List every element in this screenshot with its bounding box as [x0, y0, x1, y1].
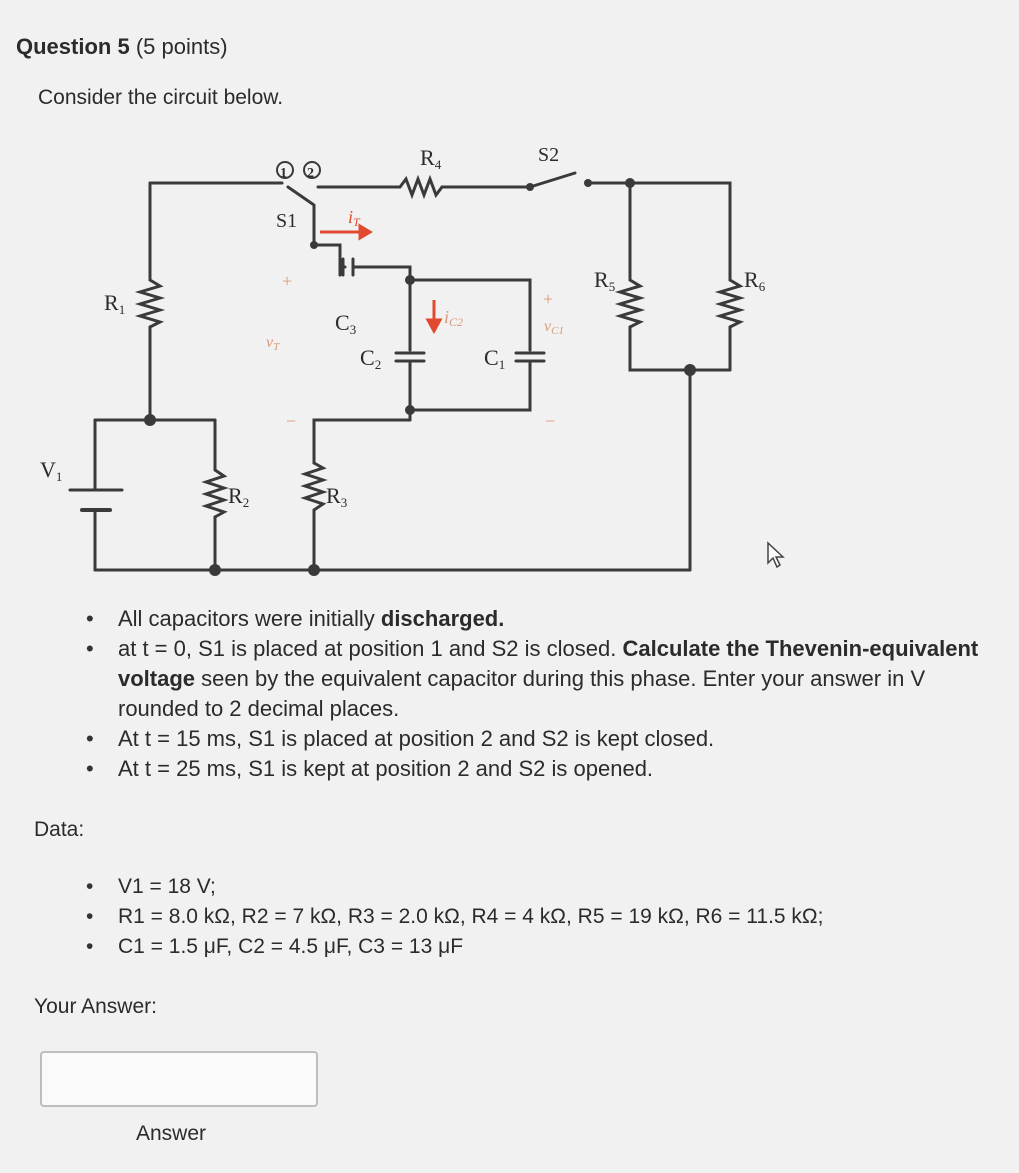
label-pos1: 1: [280, 166, 287, 181]
switch-s2-contact-dot: [526, 183, 534, 191]
label-pos2: 2: [307, 166, 314, 181]
junction-dot: [405, 405, 415, 415]
switch-s1-terminals: [276, 161, 321, 179]
step-item: at t = 0, S1 is placed at position 1 and…: [86, 634, 996, 724]
label-v1: V1: [40, 457, 62, 484]
data-item: R1 = 8.0 kΩ, R2 = 7 kΩ, R3 = 2.0 kΩ, R4 …: [86, 902, 1006, 932]
sign-minus-vt: −: [286, 411, 296, 431]
sign-plus-vt: +: [282, 271, 292, 291]
label-c2: C2: [360, 345, 381, 372]
resistor-r1-symbol: [134, 278, 166, 329]
junction-dot: [684, 364, 696, 376]
sign-plus-vc1: +: [543, 289, 553, 309]
junction-dot: [308, 564, 320, 576]
label-r5: R5: [594, 267, 615, 294]
circuit-junctions: [144, 178, 696, 576]
data-list: V1 = 18 V; R1 = 8.0 kΩ, R2 = 7 kΩ, R3 = …: [86, 872, 1006, 962]
answer-input[interactable]: [40, 1051, 318, 1107]
label-r4: R4: [420, 145, 442, 172]
sign-minus-vc1: −: [545, 411, 555, 431]
label-c3: C3: [335, 310, 356, 337]
junction-dot: [144, 414, 156, 426]
steps-list: All capacitors were initially discharged…: [86, 604, 996, 784]
label-s2: S2: [538, 144, 559, 166]
question-number: Question 5: [16, 34, 130, 59]
question-title: Question 5 (5 points): [16, 34, 228, 60]
question-points: (5 points): [135, 34, 228, 59]
label-it: iT: [348, 207, 361, 229]
switch-s1-terminal-1: [276, 161, 294, 179]
junction-dot: [310, 241, 318, 249]
step-item: At t = 25 ms, S1 is kept at position 2 a…: [86, 754, 996, 784]
resistor-r5-symbol: [614, 278, 646, 329]
answer-label: Your Answer:: [34, 995, 157, 1018]
junction-dot: [625, 178, 635, 188]
cursor-icon: [767, 541, 785, 569]
answer-button[interactable]: Answer: [124, 1118, 218, 1150]
resistor-r6-symbol: [714, 278, 746, 329]
label-vc1: vC1: [544, 318, 564, 337]
arrow-ic2-head: [425, 318, 443, 335]
junction-dot: [209, 564, 221, 576]
arrow-it-head: [358, 223, 373, 241]
label-c1: C1: [484, 345, 505, 372]
label-r1: R1: [104, 290, 125, 317]
switch-s2-contact-dot: [584, 179, 592, 187]
current-arrows: [320, 223, 443, 335]
resistor-r3-symbol: [300, 461, 328, 512]
resistor-r2-symbol: [201, 468, 229, 519]
data-label: Data:: [34, 818, 85, 841]
label-r6: R6: [744, 267, 766, 294]
step-item: All capacitors were initially discharged…: [86, 604, 996, 634]
circuit-diagram: 1 2 S1 S2 R4 R1 R2 R3 R5 R6 C3 C2 C1 V1 …: [40, 144, 785, 576]
question-intro: Consider the circuit below.: [38, 86, 284, 109]
switch-s1-blade: [286, 185, 316, 247]
resistor-r4-symbol: [398, 174, 444, 200]
label-r2: R2: [228, 483, 249, 510]
circuit-wires: [68, 171, 746, 572]
step-item: At t = 15 ms, S1 is placed at position 2…: [86, 724, 996, 754]
data-item: C1 = 1.5 μF, C2 = 4.5 μF, C3 = 13 μF: [86, 932, 1006, 962]
junction-dot: [405, 275, 415, 285]
label-r3: R3: [326, 483, 347, 510]
label-s1: S1: [276, 210, 297, 232]
label-ic2: iC2: [444, 307, 463, 329]
switch-s2-blade: [528, 171, 577, 189]
data-item: V1 = 18 V;: [86, 872, 1006, 902]
label-vt: vT: [266, 334, 280, 353]
switch-s1-terminal-2: [303, 161, 321, 179]
